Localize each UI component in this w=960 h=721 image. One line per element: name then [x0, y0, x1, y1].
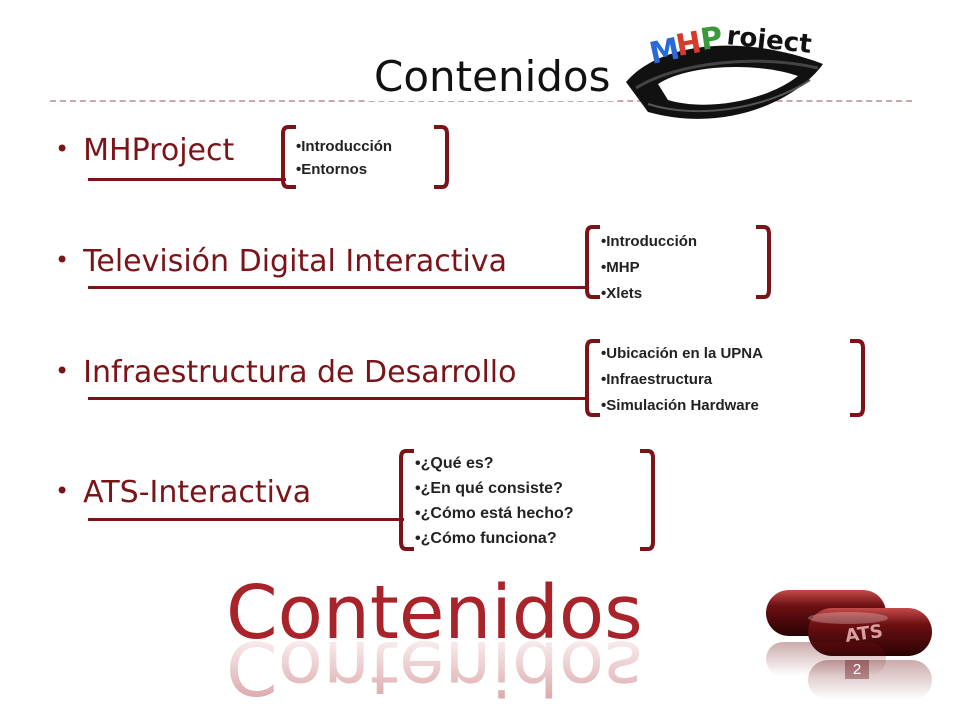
- right-bracket-icon: [434, 125, 449, 189]
- list-item: •Entornos: [296, 161, 368, 178]
- section-underline: [88, 397, 588, 400]
- list-item: •Introducción: [601, 233, 698, 250]
- bullet-icon: •: [55, 135, 70, 163]
- section-label: ATS-Interactiva: [83, 475, 312, 510]
- left-bracket-icon: [585, 225, 600, 299]
- ats-pills-image: ATS: [758, 582, 938, 717]
- sublist-infraestructura: •Ubicación en la UPNA •Infraestructura •…: [601, 341, 763, 419]
- section-underline: [88, 178, 286, 181]
- section-underline: [88, 286, 588, 289]
- bullet-icon: •: [55, 477, 70, 505]
- left-bracket-icon: [399, 449, 414, 551]
- svg-text:H: H: [673, 25, 704, 64]
- section-mhproject: • MHProject: [55, 133, 234, 168]
- section-tvdi: • Televisión Digital Interactiva: [55, 244, 507, 279]
- section-label: Televisión Digital Interactiva: [83, 244, 507, 279]
- sublist-mhproject: •Introducción •Entornos: [296, 135, 392, 181]
- list-item: •Ubicación en la UPNA: [601, 345, 763, 362]
- right-bracket-icon: [756, 225, 771, 299]
- list-item: •Introducción: [296, 138, 393, 155]
- section-infraestructura: • Infraestructura de Desarrollo: [55, 355, 517, 390]
- svg-text:P: P: [698, 20, 725, 58]
- bullet-icon: •: [55, 357, 70, 385]
- svg-text:Contenidos: Contenidos: [226, 570, 642, 656]
- list-item: •Infraestructura: [601, 371, 713, 388]
- mhproject-logo: M H P roject: [618, 4, 838, 129]
- title-divider: [50, 100, 912, 102]
- list-item: •MHP: [601, 259, 640, 276]
- watermark-title: Contenidos Contenidos: [222, 566, 643, 710]
- list-item: •¿Cómo funciona?: [415, 530, 557, 547]
- section-label: Infraestructura de Desarrollo: [83, 355, 517, 390]
- right-bracket-icon: [850, 339, 865, 417]
- list-item: •¿Cómo está hecho?: [415, 505, 574, 522]
- section-underline: [88, 518, 404, 521]
- sublist-ats: •¿Qué es? •¿En qué consiste? •¿Cómo está…: [415, 451, 574, 551]
- list-item: •Simulación Hardware: [601, 397, 759, 414]
- left-bracket-icon: [281, 125, 296, 189]
- list-item: •¿En qué consiste?: [415, 480, 563, 497]
- bullet-icon: •: [55, 246, 70, 274]
- svg-text:M: M: [646, 31, 682, 71]
- section-ats: • ATS-Interactiva: [55, 475, 311, 510]
- left-bracket-icon: [585, 339, 600, 417]
- list-item: •Xlets: [601, 285, 643, 302]
- right-bracket-icon: [640, 449, 655, 551]
- slide-title: Contenidos: [368, 52, 617, 101]
- page-number: 2: [845, 660, 869, 679]
- sublist-tvdi: •Introducción •MHP •Xlets: [601, 229, 697, 307]
- section-label: MHProject: [83, 133, 235, 168]
- list-item: •¿Qué es?: [415, 455, 494, 472]
- eye-logo-icon: M H P roject: [626, 20, 823, 119]
- svg-text:Contenidos: Contenidos: [226, 624, 642, 706]
